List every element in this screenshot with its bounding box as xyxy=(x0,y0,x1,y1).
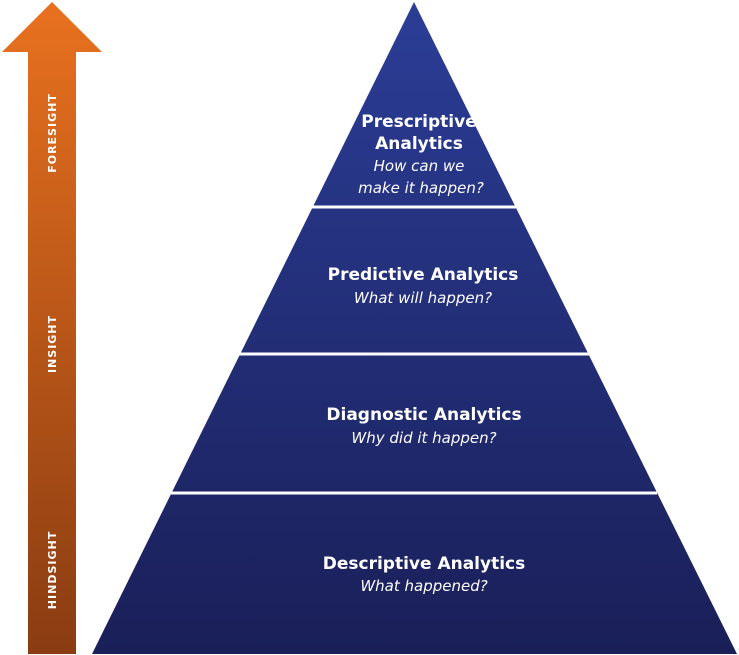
tier-question: make it happen? xyxy=(358,179,484,197)
arrow-label-hindsight: HINDSIGHT xyxy=(46,531,59,609)
tier-diagnostic: Diagnostic Analytics Why did it happen? xyxy=(326,405,521,447)
pyramid: Prescriptive Analytics How can we make i… xyxy=(92,2,737,654)
tier-title: Descriptive Analytics xyxy=(323,554,526,574)
tier-title: Prescriptive xyxy=(361,112,477,132)
tier-question: What happened? xyxy=(360,577,487,595)
arrow-label-foresight: FORESIGHT xyxy=(46,93,59,173)
tier-question: How can we xyxy=(374,157,465,175)
arrow-label-insight: INSIGHT xyxy=(46,315,59,373)
insight-arrow: FORESIGHT INSIGHT HINDSIGHT xyxy=(2,2,102,654)
pyramid-body xyxy=(92,2,737,654)
tier-title: Analytics xyxy=(375,134,463,154)
tier-prescriptive: Prescriptive Analytics How can we make i… xyxy=(358,112,484,197)
tier-title: Predictive Analytics xyxy=(328,265,519,285)
insight-arrow-shape xyxy=(2,2,102,654)
tier-question: Why did it happen? xyxy=(351,429,496,447)
tier-predictive: Predictive Analytics What will happen? xyxy=(328,265,519,307)
tier-descriptive: Descriptive Analytics What happened? xyxy=(323,554,526,595)
tier-question: What will happen? xyxy=(354,289,492,307)
tier-title: Diagnostic Analytics xyxy=(326,405,521,425)
